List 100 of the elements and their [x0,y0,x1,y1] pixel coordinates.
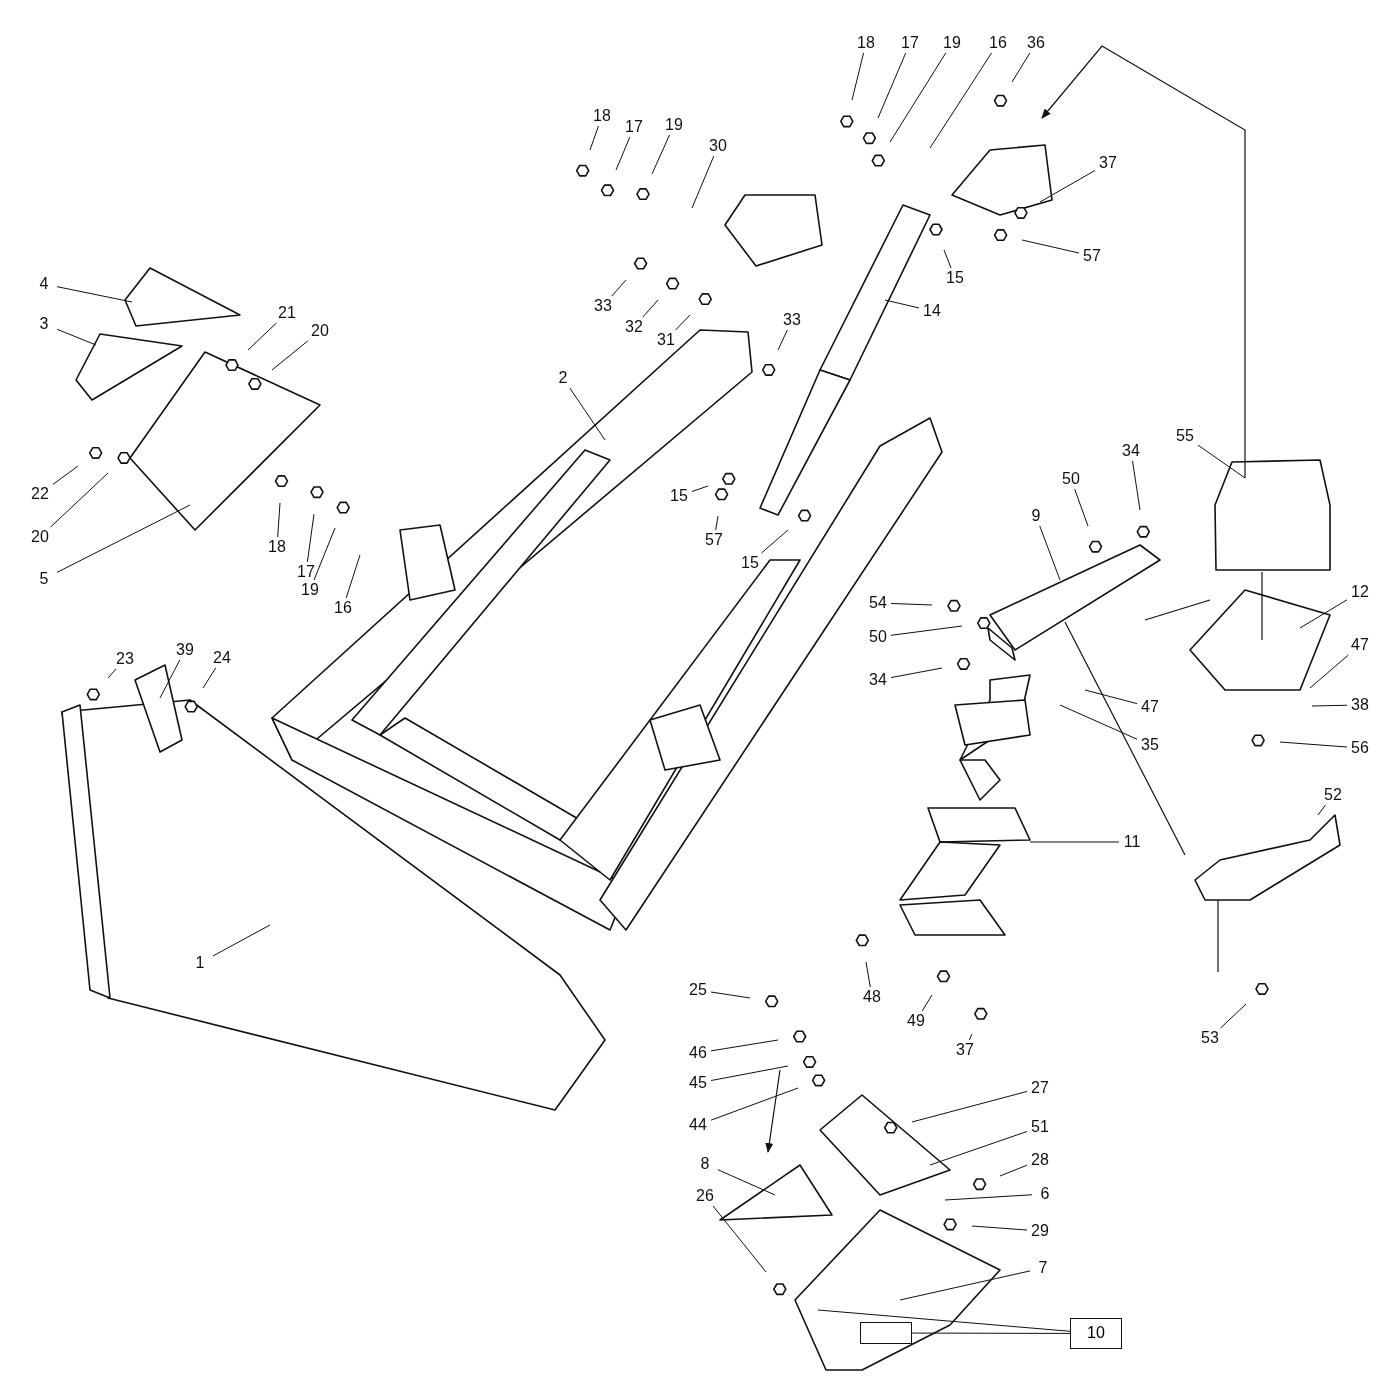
leader-line [911,1090,1028,1123]
leader-line [1309,654,1349,689]
callout-number: 15 [942,268,968,288]
callout-number: 38 [1347,695,1373,715]
callout-number: 48 [859,987,885,1007]
leader-line [1197,444,1246,479]
callout-number: 34 [865,670,891,690]
callout-number: 44 [685,1115,711,1135]
callout-number: 51 [1027,1117,1053,1137]
callout-number: 33 [590,296,616,316]
leader-line [710,1039,779,1052]
callout-number: 57 [701,530,727,550]
callout-number: 17 [293,562,319,582]
leader-line [569,387,606,441]
leader-line [1299,599,1348,629]
callout-number: 25 [685,980,711,1000]
leader-line [691,155,715,209]
callout-number: 11 [1119,832,1145,852]
leader-line [890,667,943,679]
callout-number: 32 [621,317,647,337]
leader-line [1059,704,1138,740]
leader-line [202,667,217,689]
leader-line [944,1194,1033,1201]
leader-line [884,299,920,309]
leader-line [851,52,865,101]
callout-number: 15 [737,553,763,573]
leader-line [890,625,963,636]
leader-line [651,134,670,175]
callout-number: 17 [621,117,647,137]
callout-number: 23 [112,649,138,669]
callout-number: 16 [330,598,356,618]
callout-number: 36 [1023,33,1049,53]
callout-number: 47 [1347,635,1373,655]
callout-number: 53 [1197,1028,1223,1048]
callout-number: 21 [274,303,300,323]
leader-line [865,961,871,988]
leader-line [345,554,361,599]
callout-number: 2 [550,368,576,388]
callout-number: 19 [297,580,323,600]
callout-number: 20 [27,527,53,547]
callout-number: 50 [865,627,891,647]
callout-number: 22 [27,484,53,504]
label-plate [860,1322,912,1344]
leader-line [56,328,97,346]
callout-number: 46 [685,1043,711,1063]
callout-number: 33 [779,310,805,330]
callout-number: 5 [31,569,57,589]
callout-number: 18 [589,106,615,126]
leader-line [159,659,181,699]
callout-number: 39 [172,640,198,660]
leader-line [929,1131,1028,1166]
callout-number: 18 [853,33,879,53]
leader-line [675,314,691,331]
leader-line [889,52,947,143]
leader-line [1220,1003,1247,1029]
leader-line [212,924,271,957]
leader-line [715,515,719,531]
leader-line [313,527,336,581]
leader-line [929,52,992,149]
callout-number: 16 [985,33,1011,53]
leader-line [761,529,789,554]
callout-number: 15 [666,486,692,506]
callout-number: 50 [1058,469,1084,489]
callout-number: 19 [939,33,965,53]
callout-number: 47 [1137,697,1163,717]
callout-number: 37 [952,1040,978,1060]
leader-line [50,472,109,528]
leader-line [271,340,309,371]
callout-number: 24 [209,648,235,668]
callout-number: 4 [31,274,57,294]
callout-number: 12 [1347,582,1373,602]
callout-number: 9 [1023,506,1049,526]
callout-box: 10 [1070,1318,1122,1349]
leader-line [712,1205,767,1273]
callout-number: 34 [1118,441,1144,461]
leader-line [107,668,117,679]
leader-line [943,249,952,269]
leader-line [710,1087,799,1121]
leader-line [56,504,191,573]
callout-number: 20 [307,321,333,341]
leader-line [971,1225,1028,1231]
callout-number: 27 [1027,1078,1053,1098]
leader-line [1084,689,1138,705]
callout-number: 56 [1347,738,1373,758]
callout-number: 19 [661,115,687,135]
leader-line [999,1164,1028,1177]
leader-line [717,1169,776,1196]
leader-line [1317,804,1326,816]
leader-line [710,1065,789,1082]
leader-line [1132,460,1141,511]
leader-line [710,991,751,999]
callout-number: 57 [1079,246,1105,266]
leader-line [277,502,281,538]
leader-line [1029,841,1120,843]
leader-line [611,279,627,297]
callout-number: 8 [692,1154,718,1174]
callout-number: 54 [865,593,891,613]
callout-number: 55 [1172,426,1198,446]
leader-line [615,136,631,171]
callout-number: 18 [264,537,290,557]
